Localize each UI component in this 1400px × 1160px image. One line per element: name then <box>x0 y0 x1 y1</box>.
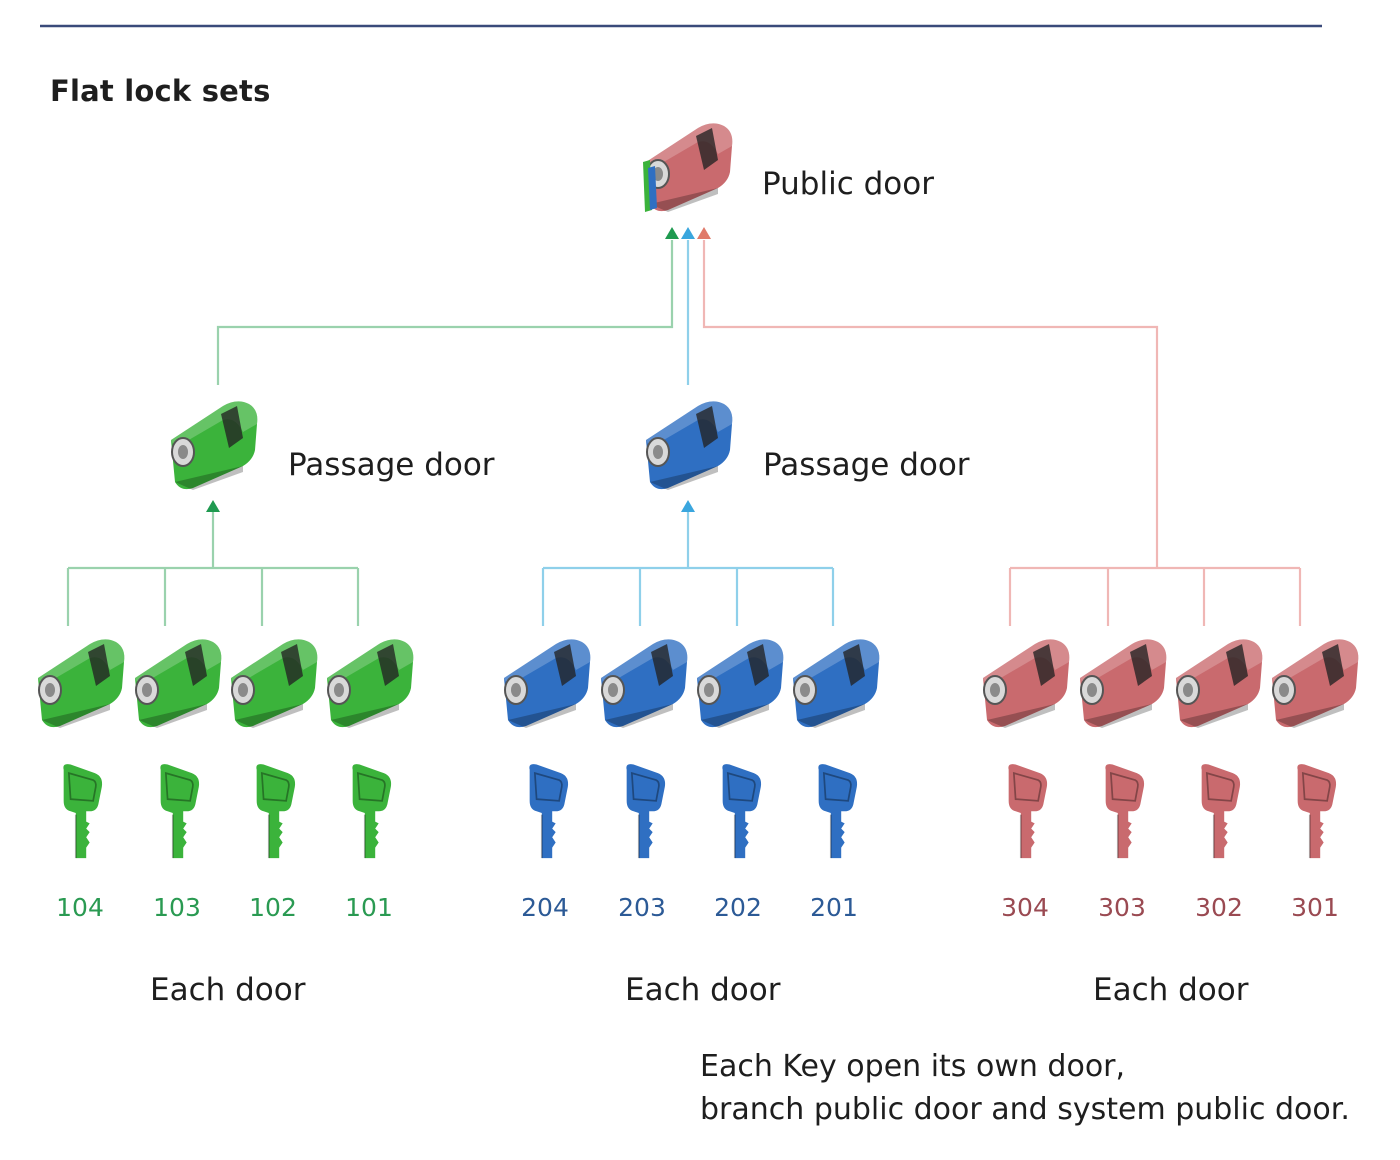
key-number-302: 302 <box>1195 893 1243 922</box>
passage-door-label-blue: Passage door <box>763 447 970 483</box>
green-arrow-to-public <box>665 227 679 239</box>
public-door-label: Public door <box>762 166 934 202</box>
green-branch-line <box>216 240 674 385</box>
door-cylinder-icon <box>599 638 689 730</box>
door-cylinder-icon <box>36 638 126 730</box>
key-icon <box>62 763 104 859</box>
red-branch-line <box>702 240 1159 567</box>
door-cylinder-icon <box>695 638 785 730</box>
passage-door-cylinder-icon <box>644 400 734 492</box>
each-door-label-red: Each door <box>1093 972 1249 1008</box>
door-cylinder-icon <box>981 638 1071 730</box>
key-icon <box>817 763 859 859</box>
key-icon <box>721 763 763 859</box>
key-icon <box>625 763 667 859</box>
red-arrow-to-public <box>697 227 711 239</box>
key-number-301: 301 <box>1291 893 1339 922</box>
note-line-2: branch public door and system public doo… <box>700 1092 1350 1127</box>
connector-arrows <box>206 227 711 512</box>
door-cylinder-icon <box>791 638 881 730</box>
door-cylinder-icon <box>502 638 592 730</box>
explanation-note: Each Key open its own door, branch publi… <box>700 1045 1350 1131</box>
passage-door-cylinder-icon <box>169 400 259 492</box>
key-number-104: 104 <box>56 893 104 922</box>
public-door-cylinder-icon <box>644 122 734 214</box>
key-icons <box>62 763 1338 859</box>
key-number-303: 303 <box>1098 893 1146 922</box>
arrow-to-passage-1 <box>681 500 695 512</box>
door-cylinder-icon <box>325 638 415 730</box>
key-icon <box>528 763 570 859</box>
key-number-202: 202 <box>714 893 762 922</box>
passage-door-label-green: Passage door <box>288 447 495 483</box>
public-door-blue-face <box>648 166 657 210</box>
key-icon <box>1200 763 1242 859</box>
each-door-label-blue: Each door <box>625 972 781 1008</box>
blue-arrow-to-public <box>681 227 695 239</box>
key-number-102: 102 <box>249 893 297 922</box>
door-cylinder-icon <box>1270 638 1360 730</box>
key-icon <box>255 763 297 859</box>
key-icon <box>1296 763 1338 859</box>
cylinder-icons <box>36 400 1360 730</box>
key-number-304: 304 <box>1001 893 1049 922</box>
key-number-101: 101 <box>345 893 393 922</box>
key-icon <box>1104 763 1146 859</box>
note-line-1: Each Key open its own door, <box>700 1049 1126 1084</box>
connector-lines <box>66 240 1302 626</box>
key-number-203: 203 <box>618 893 666 922</box>
each-door-label-green: Each door <box>150 972 306 1008</box>
key-icon <box>159 763 201 859</box>
key-icon <box>351 763 393 859</box>
door-cylinder-icon <box>133 638 223 730</box>
arrow-to-passage-0 <box>206 500 220 512</box>
key-number-201: 201 <box>810 893 858 922</box>
door-cylinder-icon <box>229 638 319 730</box>
key-icon <box>1007 763 1049 859</box>
key-number-204: 204 <box>521 893 569 922</box>
key-number-103: 103 <box>153 893 201 922</box>
door-cylinder-icon <box>1174 638 1264 730</box>
diagram-title: Flat lock sets <box>50 74 271 108</box>
door-cylinder-icon <box>1078 638 1168 730</box>
